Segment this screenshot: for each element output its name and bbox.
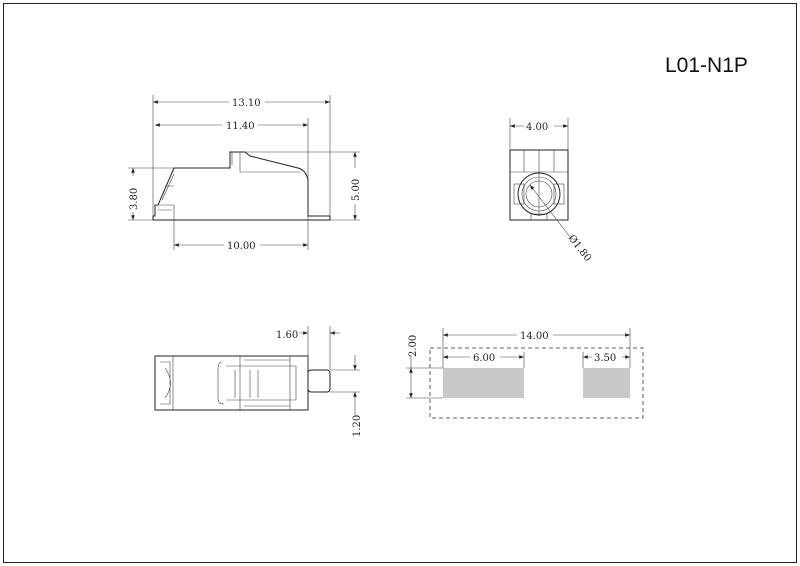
svg-text:5.00: 5.00 [351,179,362,201]
svg-text:1.60: 1.60 [276,330,298,341]
svg-text:10.00: 10.00 [227,241,256,252]
top-view: 1.60 1.20 [154,326,363,437]
svg-text:1.20: 1.20 [352,415,363,437]
part-number-title: L01-N1P [665,54,748,77]
dim-overall-length: 13.10 [152,95,331,216]
svg-text:4.00: 4.00 [526,122,548,133]
dim-footprint-width: 14.00 [442,328,631,368]
dim-pin-length: 1.60 [276,326,340,370]
right-pad [583,368,630,398]
svg-text:2.00: 2.00 [408,335,419,357]
dim-right-pad-width: 3.50 [582,351,630,368]
dim-body-length: 11.40 [155,118,309,180]
dim-base-length: 10.00 [173,220,309,252]
left-pad [443,368,524,398]
dim-pin-width: 1.20 [330,355,363,437]
front-view: Ø1.80 4.00 [509,118,593,264]
dim-left-pad-width: 6.00 [443,351,525,368]
svg-text:13.10: 13.10 [232,98,261,109]
side-view: 13.10 11.40 10.00 3.80 5.00 [126,95,362,252]
svg-text:14.00: 14.00 [520,331,549,342]
dim-total-height: 5.00 [245,151,362,221]
sheet-border [3,3,797,563]
dim-low-height: 3.80 [126,167,174,221]
dim-pad-height: 2.00 [406,335,443,399]
svg-text:6.00: 6.00 [473,353,495,364]
hole-diameter-label: Ø1.80 [566,233,593,264]
svg-text:11.40: 11.40 [226,121,255,132]
pcb-footprint: 14.00 6.00 3.50 2.00 [406,328,644,419]
svg-text:3.80: 3.80 [129,188,140,210]
svg-text:3.50: 3.50 [594,353,616,364]
dim-front-width: 4.00 [509,118,569,150]
